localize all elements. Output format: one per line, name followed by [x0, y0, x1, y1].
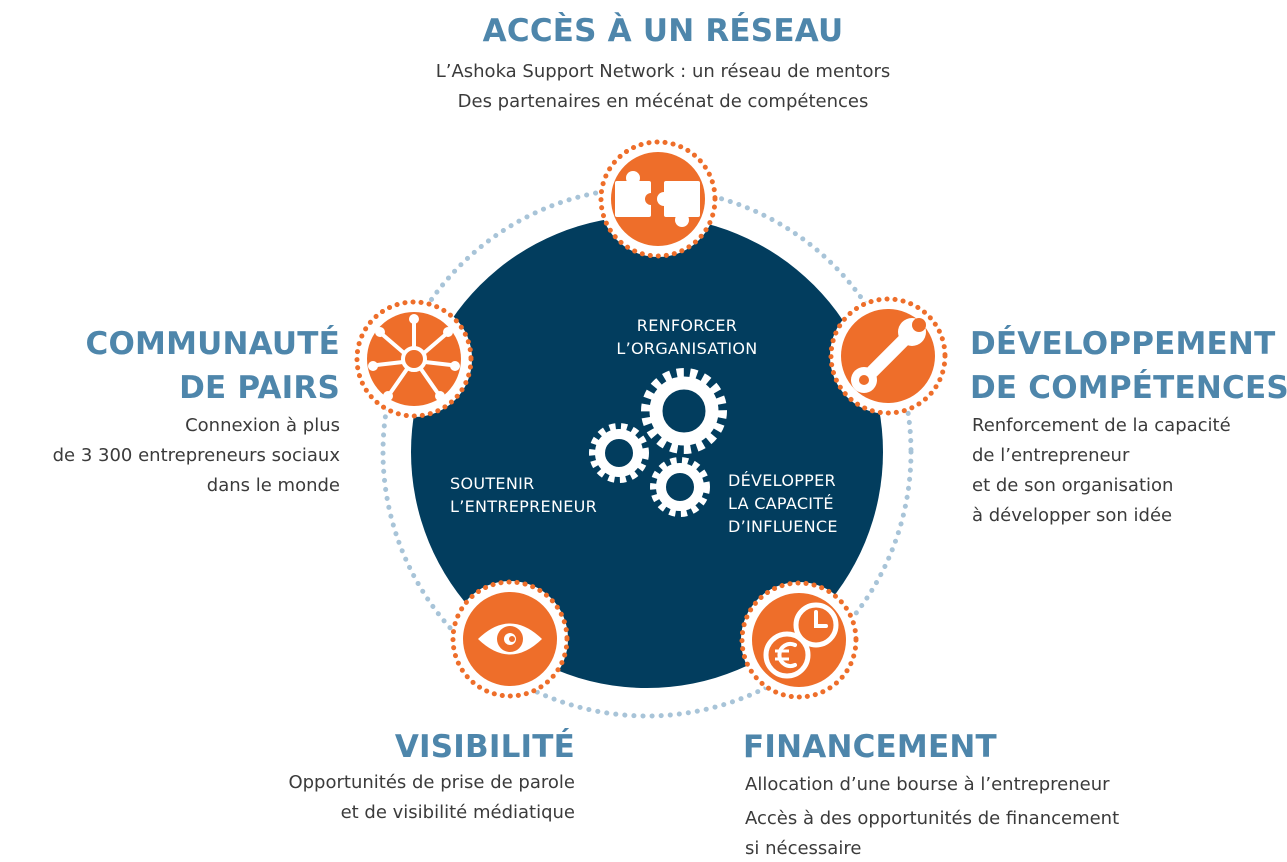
skills-title: DÉVELOPPEMENT DE COMPÉTENCES	[970, 322, 1287, 410]
funding-description: Allocation d’une bourse à l’entrepreneur…	[745, 768, 1205, 862]
skills-line-1: Renforcement de la capacité	[972, 415, 1231, 436]
community-title: COMMUNAUTÉ DE PAIRS	[20, 322, 340, 410]
center-label-influence: DÉVELOPPER LA CAPACITÉ D’INFLUENCE	[728, 469, 878, 538]
community-node	[354, 299, 474, 419]
funding-line-1: Allocation d’une bourse à l’entrepreneur	[745, 774, 1110, 795]
community-description: Connexion à plus de 3 300 entrepreneurs …	[20, 411, 340, 501]
euro-clock-icon	[763, 602, 839, 679]
skills-line-4: à développer son idée	[972, 505, 1173, 526]
support-line-1: SOUTENIR	[450, 474, 535, 493]
skills-node	[828, 296, 948, 416]
visibility-node	[450, 579, 570, 699]
network-description: L’Ashoka Support Network : un réseau de …	[343, 57, 983, 117]
influence-line-3: D’INFLUENCE	[728, 517, 838, 536]
network-line-2: Des partenaires en mécénat de compétence…	[457, 91, 869, 112]
network-title: ACCÈS À UN RÉSEAU	[482, 13, 844, 49]
reinforce-line-1: RENFORCER	[636, 316, 738, 335]
funding-node	[739, 580, 859, 700]
visibility-title: VISIBILITÉ	[394, 729, 575, 765]
community-line-1: Connexion à plus	[185, 415, 340, 436]
network-line-1: L’Ashoka Support Network : un réseau de …	[435, 61, 891, 82]
visibility-line-2: et de visibilité médiatique	[340, 802, 575, 823]
skills-line-2: de l’entrepreneur	[972, 445, 1130, 466]
puzzle-icon	[615, 171, 700, 227]
dotted-ring	[380, 185, 914, 719]
center-label-reinforce: RENFORCER L’ORGANISATION	[587, 314, 787, 360]
visibility-line-1: Opportunités de prise de parole	[288, 772, 575, 793]
community-line-3: dans le monde	[206, 475, 340, 496]
people-circle-icon	[368, 314, 460, 401]
network-node	[598, 139, 718, 259]
community-title-line-1: COMMUNAUTÉ	[85, 326, 340, 362]
reinforce-line-2: L’ORGANISATION	[616, 339, 758, 358]
wrench-icon	[851, 318, 926, 393]
community-title-line-2: DE PAIRS	[179, 370, 340, 406]
influence-line-1: DÉVELOPPER	[728, 471, 836, 490]
skills-title-line-2: DE COMPÉTENCES	[970, 370, 1287, 406]
influence-line-2: LA CAPACITÉ	[728, 494, 834, 513]
skills-description: Renforcement de la capacité de l’entrepr…	[972, 411, 1282, 531]
community-line-2: de 3 300 entrepreneurs sociaux	[52, 445, 340, 466]
funding-line-3: si nécessaire	[745, 838, 862, 859]
skills-line-3: et de son organisation	[972, 475, 1174, 496]
funding-line-2: Accès à des opportunités de financement	[745, 808, 1120, 829]
center-label-support: SOUTENIR L’ENTREPRENEUR	[450, 472, 630, 518]
support-line-2: L’ENTREPRENEUR	[450, 497, 598, 516]
visibility-description: Opportunités de prise de parole et de vi…	[220, 768, 575, 828]
eye-icon	[478, 623, 542, 655]
gears-icon	[589, 368, 727, 517]
skills-title-line-1: DÉVELOPPEMENT	[970, 326, 1276, 362]
funding-title: FINANCEMENT	[743, 729, 997, 765]
